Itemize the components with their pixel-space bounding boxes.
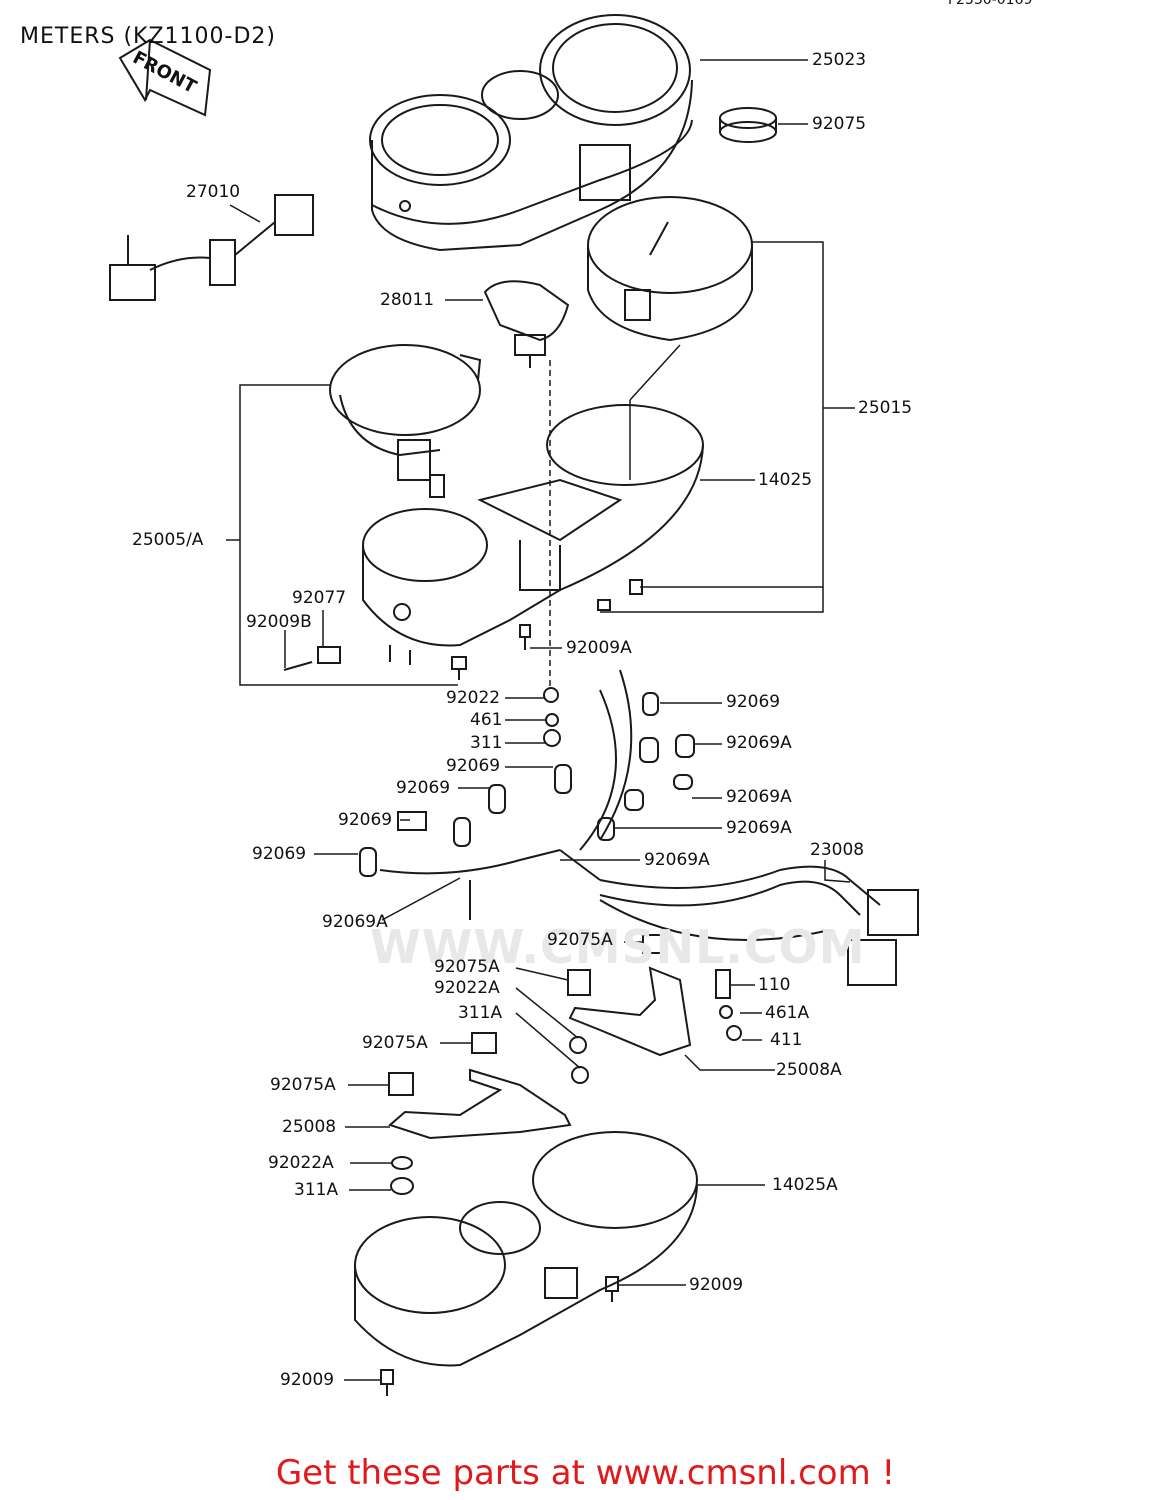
- part-label[interactable]: 92009: [689, 1275, 744, 1295]
- part-label[interactable]: 92009A: [566, 638, 632, 658]
- part-label[interactable]: 25015: [858, 398, 913, 418]
- part-label[interactable]: 92075A: [547, 930, 613, 950]
- tachometer-gauge: [587, 196, 753, 342]
- front-arrow-icon: [118, 38, 212, 117]
- upper-meter-cover: [369, 14, 693, 252]
- part-label[interactable]: 92009B: [246, 612, 312, 632]
- part-label[interactable]: 92069: [252, 844, 307, 864]
- part-label[interactable]: 25005/A: [132, 530, 204, 550]
- part-label[interactable]: 92069A: [726, 787, 792, 807]
- part-label[interactable]: 92069A: [726, 818, 792, 838]
- part-label[interactable]: 25008: [282, 1117, 337, 1137]
- diagram-title: METERS (KZ1100-D2): [20, 24, 276, 49]
- part-label[interactable]: 28011: [380, 290, 435, 310]
- part-label[interactable]: 92069: [726, 692, 781, 712]
- part-label[interactable]: 311: [470, 733, 503, 753]
- part-label[interactable]: 92069: [446, 756, 501, 776]
- part-label[interactable]: 14025A: [772, 1175, 838, 1195]
- bracket-25008A: [568, 966, 692, 1057]
- screws-upper: [283, 579, 643, 680]
- part-label[interactable]: 92009: [280, 1370, 335, 1390]
- part-label[interactable]: 110: [758, 975, 791, 995]
- lower-meter-housing: [354, 1131, 698, 1396]
- part-label[interactable]: 92077: [292, 588, 347, 608]
- part-label[interactable]: 411: [770, 1030, 803, 1050]
- part-label[interactable]: 92069: [338, 810, 393, 830]
- wiring-harness: [379, 669, 919, 986]
- part-label[interactable]: 92022A: [434, 978, 500, 998]
- switch-assembly: [109, 194, 314, 301]
- bracket-25008: [388, 1068, 572, 1140]
- indicator-plate: [483, 280, 570, 368]
- speedometer-gauge: [329, 344, 482, 498]
- part-label[interactable]: 23008: [810, 840, 865, 860]
- part-label[interactable]: 92069A: [644, 850, 710, 870]
- part-label[interactable]: 25023: [812, 50, 867, 70]
- part-label[interactable]: 25008A: [776, 1060, 842, 1080]
- figure-code: F2530-0169: [948, 0, 1033, 8]
- part-label[interactable]: 92069A: [726, 733, 792, 753]
- footer-link[interactable]: Get these parts at www.cmsnl.com !: [275, 1453, 896, 1493]
- part-label[interactable]: 92069: [396, 778, 451, 798]
- part-label[interactable]: 14025: [758, 470, 813, 490]
- grommet-ring: [719, 107, 777, 143]
- part-label[interactable]: 92075A: [434, 957, 500, 977]
- part-label[interactable]: 92075A: [270, 1075, 336, 1095]
- leader-lines: [226, 59, 855, 1381]
- part-label[interactable]: 92075: [812, 114, 867, 134]
- watermark-text: WWW.CMSNL.COM: [370, 920, 866, 974]
- part-label[interactable]: 311A: [294, 1180, 339, 1200]
- part-label[interactable]: 92022: [446, 688, 501, 708]
- part-label[interactable]: 311A: [458, 1003, 503, 1023]
- meter-housing: [362, 404, 704, 665]
- part-label[interactable]: 92022A: [268, 1153, 334, 1173]
- part-label[interactable]: 461: [470, 710, 503, 730]
- part-label[interactable]: 461A: [765, 1003, 810, 1023]
- part-label[interactable]: 92069A: [322, 912, 388, 932]
- part-label[interactable]: 27010: [186, 182, 241, 202]
- bulbs-sockets: [359, 687, 695, 877]
- part-label[interactable]: 92075A: [362, 1033, 428, 1053]
